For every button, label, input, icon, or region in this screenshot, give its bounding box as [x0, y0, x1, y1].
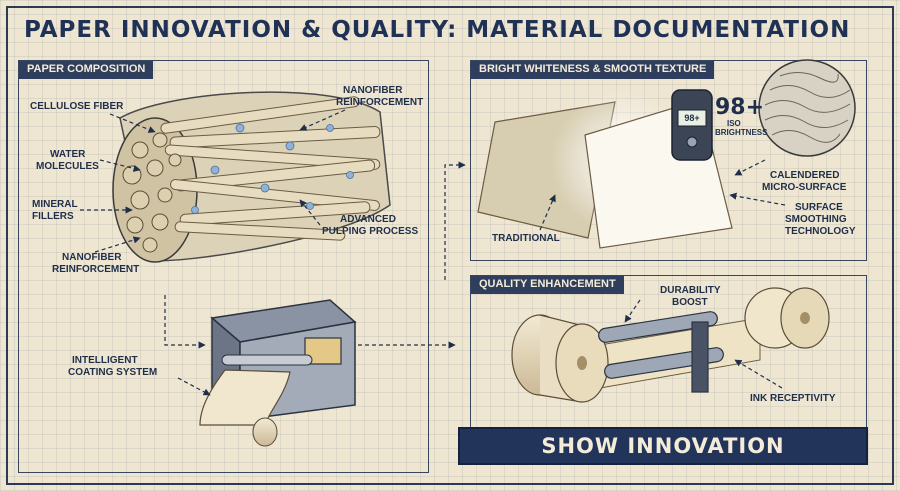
label-nanofiber-top-2: REINFORCEMENT [336, 97, 424, 108]
show-innovation-button[interactable]: SHOW INNOVATION [458, 427, 868, 465]
label-traditional: TRADITIONAL [492, 233, 560, 244]
label-mineral-2: FILLERS [32, 211, 74, 222]
panel-tab-quality: QUALITY ENHANCEMENT [471, 276, 624, 294]
brightness-label: BRIGHTNESS [715, 128, 768, 137]
label-pulping-2: PULPING PROCESS [322, 226, 419, 237]
meter-readout: 98+ [684, 113, 700, 123]
label-cellulose-fiber: CELLULOSE FIBER [30, 101, 124, 112]
page-title: PAPER INNOVATION & QUALITY: MATERIAL DOC… [24, 17, 851, 43]
panel-tab-composition: PAPER COMPOSITION [19, 61, 154, 79]
panel-whiteness-texture: BRIGHT WHITENESS & SMOOTH TEXTURE [470, 60, 867, 261]
panel-tab-whiteness: BRIGHT WHITENESS & SMOOTH TEXTURE [471, 61, 715, 79]
paper-rolls-illustration [511, 287, 830, 403]
label-calendered-1: CALENDERED [770, 170, 840, 181]
label-smoothing-2: SMOOTHING [785, 214, 847, 225]
panel-paper-composition: PAPER COMPOSITION [18, 60, 429, 473]
label-water-1: WATER [50, 149, 86, 160]
label-durability-2: BOOST [672, 297, 708, 308]
label-water-2: MOLECULES [36, 161, 99, 172]
label-nanofiber-top-1: NANOFIBER [343, 85, 403, 96]
paper-sheets-illustration [477, 92, 733, 249]
label-mineral-1: MINERAL [32, 199, 78, 210]
label-pulping-1: ADVANCED [340, 214, 396, 225]
label-smoothing-1: SURFACE [795, 202, 843, 213]
label-coating-1: INTELLIGENT [72, 355, 138, 366]
fiber-bundle-illustration [112, 91, 391, 263]
label-calendered-2: MICRO-SURFACE [762, 182, 847, 193]
micro-surface-illustration [758, 59, 856, 157]
label-nanofiber-bottom-1: NANOFIBER [62, 252, 122, 263]
label-nanofiber-bottom-2: REINFORCEMENT [52, 264, 140, 275]
connector-arrows [80, 109, 786, 396]
label-coating-2: COATING SYSTEM [68, 367, 158, 378]
brightness-value: 98+ [715, 95, 765, 120]
label-ink-receptivity: INK RECEPTIVITY [750, 393, 836, 404]
iso-label: ISO [727, 119, 741, 128]
coating-machine-illustration [199, 299, 357, 447]
label-smoothing-3: TECHNOLOGY [785, 226, 856, 237]
label-durability-1: DURABILITY [660, 285, 721, 296]
brightness-meter-illustration [671, 89, 713, 161]
